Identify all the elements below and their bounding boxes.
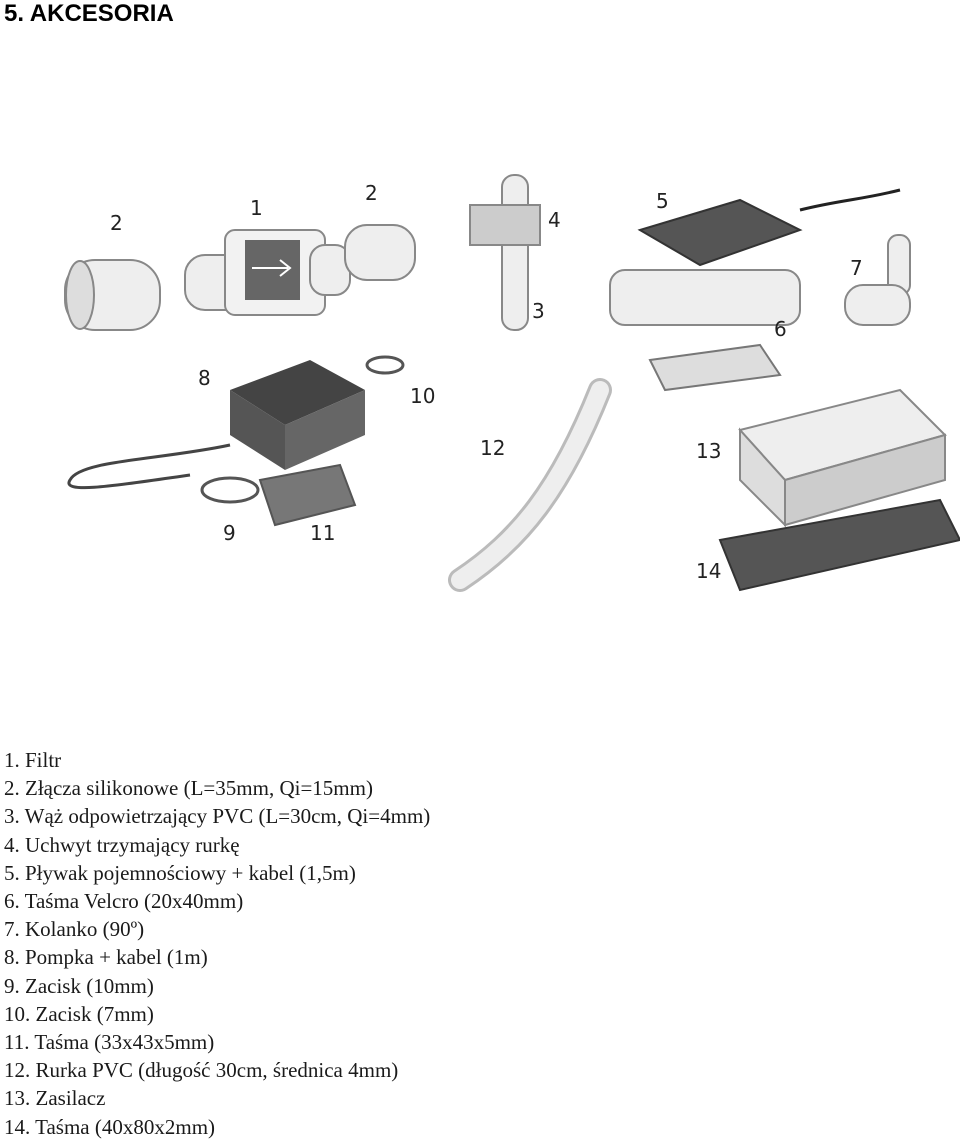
list-item: 14. Taśma (40x80x2mm) [4,1114,216,1139]
tape-40x80 [718,498,960,592]
list-item: 12. Rurka PVC (długość 30cm, średnica 4m… [4,1058,399,1083]
callout-7: 7 [850,256,863,280]
list-item: 4. Uchwyt trzymający rurkę [4,832,240,857]
callout-3: 3 [532,299,545,323]
callout-9: 9 [223,521,236,545]
tape-33x43 [258,463,357,527]
list-item: 6. Taśma Velcro (20x40mm) [4,889,244,914]
page-title: 5. AKCESORIA [4,0,174,27]
callout-10: 10 [410,384,435,408]
accessories-drawing: 1 2 2 3 4 5 6 7 8 9 10 11 12 13 14 [64,174,960,592]
callout-2-right: 2 [365,181,378,205]
pump [67,360,365,490]
callout-2-left: 2 [110,211,123,235]
list-item: 11. Taśma (33x43x5mm) [4,1030,215,1055]
callout-4: 4 [548,208,561,232]
accessories-illustration: 1 2 2 3 4 5 6 7 8 9 10 11 12 13 14 [40,160,960,630]
list-item: 10. Zacisk (7mm) [4,1001,154,1026]
callout-6: 6 [774,317,787,341]
capacitive-float [609,188,901,326]
power-supply [738,388,947,528]
silicone-connector-right [344,224,416,281]
accessories-list: 1. Filtr 2. Złącza silikonowe (L=35mm, Q… [4,746,430,1141]
callout-13: 13 [696,439,721,463]
list-item: 2. Złącza silikonowe (L=35mm, Qi=15mm) [4,776,373,801]
filter [184,229,351,316]
callout-11: 11 [310,521,335,545]
callout-14: 14 [696,559,721,583]
pvc-tube [448,378,612,592]
pvc-vent-tube [469,174,541,331]
silicone-connector-left [64,259,161,331]
list-item: 3. Wąż odpowietrzający PVC (L=30cm, Qi=4… [4,804,431,829]
callout-1: 1 [250,196,263,220]
list-item: 5. Pływak pojemnościowy + kabel (1,5m) [4,860,356,885]
list-item: 9. Zacisk (10mm) [4,973,154,998]
clamps [200,355,405,504]
list-item: 13. Zasilacz [4,1086,106,1111]
list-item: 7. Kolanko (90º) [4,917,145,942]
elbow-connector [844,234,911,326]
callout-12: 12 [480,436,505,460]
callout-8: 8 [198,366,211,390]
velcro-tape [648,343,782,392]
list-item: 1. Filtr [4,748,62,772]
callout-5: 5 [656,189,669,213]
list-item: 8. Pompka + kabel (1m) [4,945,208,970]
